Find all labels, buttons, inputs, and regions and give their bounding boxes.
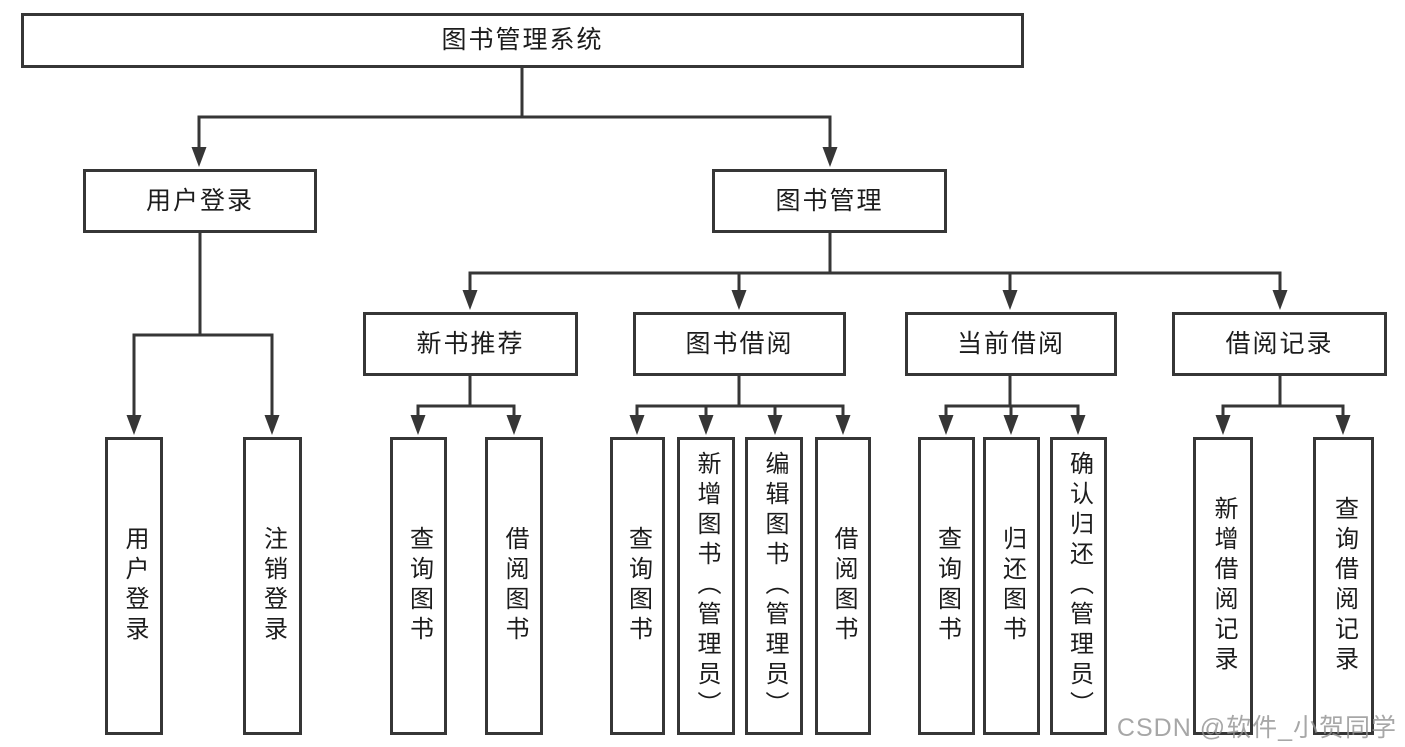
leaf-borrowing-query-books: 查询图书 <box>610 437 665 735</box>
leaf-newbooks-borrow-books: 借阅图书 <box>485 437 543 735</box>
node-new-book-recommendation: 新书推荐 <box>363 312 578 376</box>
node-borrowing-records: 借阅记录 <box>1172 312 1387 376</box>
node-user-login: 用户登录 <box>83 169 317 233</box>
edge-records-rail <box>1221 376 1345 421</box>
csdn-watermark: CSDN @软件_小贺同学 <box>1116 714 1397 742</box>
leaf-current-query-books: 查询图书 <box>918 437 975 735</box>
edge-userlogin-rail <box>132 333 274 421</box>
leaf-current-confirm-return-admin: 确认归还（管理员） <box>1050 437 1107 735</box>
leaf-records-query-record: 查询借阅记录 <box>1313 437 1374 735</box>
leaf-borrowing-borrow-books: 借阅图书 <box>815 437 871 735</box>
arrowheads <box>126 147 1351 435</box>
leaf-newbooks-query-books: 查询图书 <box>390 437 447 735</box>
edge-borrowing-rail <box>635 376 845 421</box>
edge-level2-rail <box>197 115 832 150</box>
leaf-borrowing-edit-books-admin: 编辑图书（管理员） <box>745 437 803 735</box>
node-book-management: 图书管理 <box>712 169 947 233</box>
leaf-records-add-record: 新增借阅记录 <box>1193 437 1253 735</box>
edge-current-rail <box>944 376 1080 421</box>
node-current-borrowing: 当前借阅 <box>905 312 1117 376</box>
leaf-user-login: 用户登录 <box>105 437 163 735</box>
leaf-borrowing-add-books-admin: 新增图书（管理员） <box>677 437 735 735</box>
leaf-current-return-books: 归还图书 <box>983 437 1040 735</box>
leaf-logout: 注销登录 <box>243 437 302 735</box>
node-book-borrowing: 图书借阅 <box>633 312 846 376</box>
edge-level3-rail <box>468 271 1282 295</box>
edge-newbooks-rail <box>416 376 516 421</box>
node-root-system: 图书管理系统 <box>21 13 1024 68</box>
